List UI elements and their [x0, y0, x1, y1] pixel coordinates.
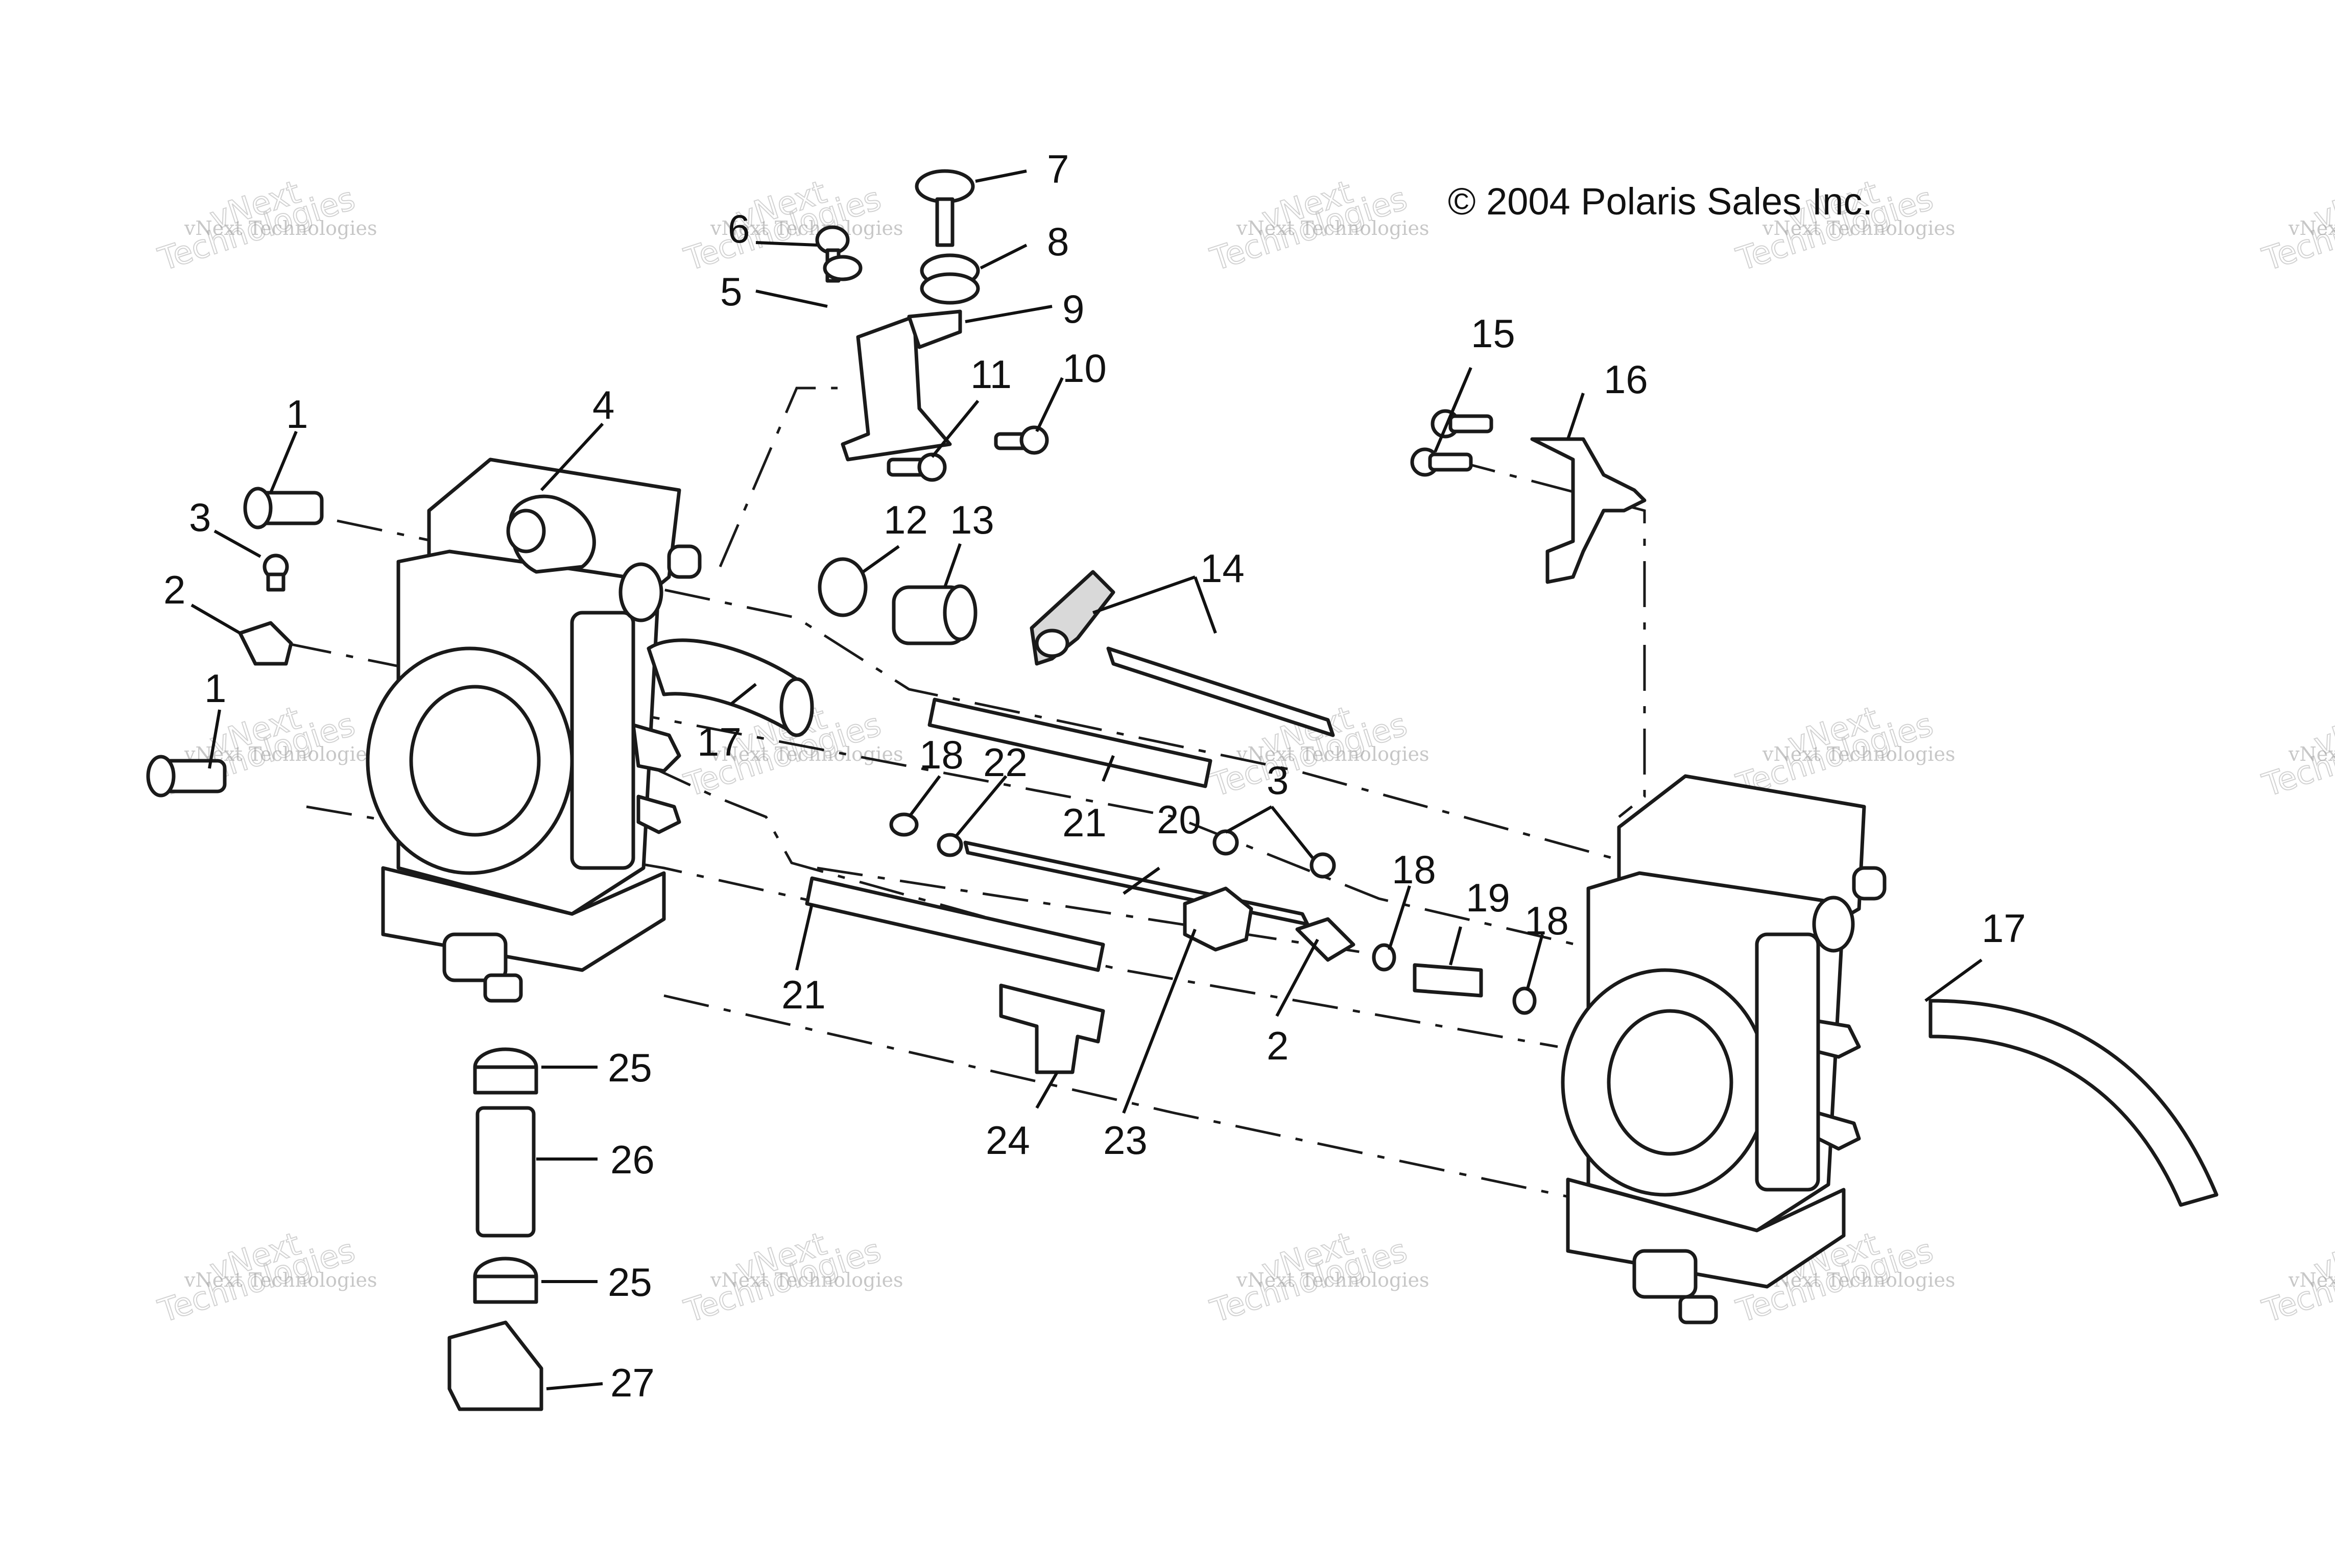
watermark-line1: vNext Technologies — [710, 1269, 903, 1291]
callout-9: 9 — [1062, 286, 1084, 331]
callout-5: 5 — [720, 269, 742, 314]
callout-18-right: 18 — [1524, 898, 1569, 943]
callout-4: 4 — [592, 382, 614, 427]
left-carburetor-body — [366, 457, 814, 1003]
watermark-line1: vNext Technologies — [1762, 1269, 1955, 1291]
callout-2-left: 2 — [163, 567, 185, 612]
watermark-line1: vNext Technologies — [1236, 217, 1429, 239]
callout-26: 26 — [610, 1137, 655, 1182]
callout-12: 12 — [884, 497, 928, 542]
callout-21-bottom: 21 — [781, 972, 826, 1017]
small-parts — [146, 169, 1647, 1411]
watermark-line1: vNext Technologies — [1236, 1269, 1429, 1291]
callout-17-left: 17 — [697, 719, 742, 764]
callout-3-mid: 3 — [1267, 758, 1289, 803]
watermark-line1: vNext Technologies — [184, 1269, 377, 1291]
copyright-notice: © 2004 Polaris Sales Inc. — [1448, 180, 1873, 223]
callout-14: 14 — [1200, 546, 1245, 591]
callout-20: 20 — [1157, 797, 1201, 842]
callout-3-left: 3 — [189, 495, 211, 540]
watermark-line1: vNext Technologies — [710, 217, 903, 239]
callout-18-left: 18 — [919, 732, 964, 777]
callout-11: 11 — [970, 352, 1012, 397]
callout-27: 27 — [610, 1360, 655, 1405]
fuel-hose-right — [1928, 999, 2219, 1207]
callout-16: 16 — [1604, 357, 1648, 402]
callout-19: 19 — [1466, 875, 1510, 920]
callout-labels: 1 3 2 1 4 6 5 7 8 9 11 10 12 13 14 15 16… — [163, 147, 2026, 1405]
callout-13: 13 — [950, 497, 994, 542]
watermark-line1: vNext Technologies — [1236, 743, 1429, 765]
watermark-line1: vNext Technologies — [1762, 743, 1955, 765]
callout-1-bottom: 1 — [204, 666, 226, 711]
callout-6: 6 — [728, 206, 750, 251]
watermark-line1: vNext Technologies — [2288, 743, 2335, 765]
callout-23: 23 — [1103, 1118, 1148, 1163]
callout-1-top: 1 — [286, 392, 308, 437]
callout-24: 24 — [986, 1118, 1030, 1163]
watermark-line1: vNext Technologies — [2288, 217, 2335, 239]
callout-10: 10 — [1062, 346, 1107, 391]
callout-2-mid: 2 — [1267, 1023, 1289, 1068]
callout-8: 8 — [1047, 219, 1069, 264]
callout-25-top: 25 — [608, 1045, 652, 1090]
callout-22: 22 — [983, 740, 1028, 785]
right-carburetor-body — [1561, 774, 1887, 1324]
watermark-line1: vNext Technologies — [2288, 1269, 2335, 1291]
callout-17-right: 17 — [1982, 906, 2026, 951]
leader-lines — [190, 170, 1983, 1390]
watermark-line1: vNext Technologies — [184, 217, 377, 239]
callout-15: 15 — [1471, 311, 1515, 356]
watermark-line1: vNext Technologies — [1762, 217, 1955, 239]
callout-25-bottom: 25 — [608, 1260, 652, 1305]
callout-21-top: 21 — [1062, 800, 1107, 845]
callout-18-mid: 18 — [1392, 847, 1436, 892]
callout-7: 7 — [1047, 147, 1069, 191]
